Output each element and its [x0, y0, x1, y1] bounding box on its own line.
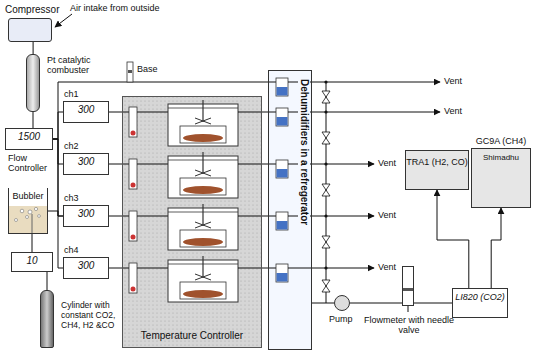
cylinder-flow-controller: 10 — [11, 252, 53, 272]
node-text: 300 — [64, 104, 108, 116]
channel-flow-controller: ch3300 — [63, 205, 109, 227]
vent-label: Vent — [444, 106, 462, 116]
gas-line — [32, 234, 33, 252]
node-text: Dehumidifiers in a refregerator — [299, 77, 311, 227]
node-text: Compressor — [5, 4, 59, 16]
gas-line — [33, 112, 34, 128]
node-text: 10 — [12, 255, 52, 267]
annotation-text: Air intake from outside — [70, 3, 160, 13]
node-text: TRA1 (H2, CO) — [406, 157, 468, 167]
h2-co-analyzer: TRA1 (H2, CO) — [405, 150, 469, 190]
node-text: Cylinder with constant CO2, CH4, H2 &CO — [61, 301, 121, 330]
flowmeter-label: Base — [137, 64, 158, 74]
gas-line — [437, 190, 469, 288]
node-text: Shimadhu — [472, 153, 530, 162]
node-text: GC9A (CH4) — [472, 136, 530, 146]
catalytic-combuster: Pt catalytic combuster — [26, 54, 40, 112]
channel-flow-controller: ch4300 — [63, 257, 109, 279]
node-text: Pt catalytic combuster — [47, 55, 119, 76]
gas-line — [53, 139, 63, 268]
gas-line — [491, 208, 501, 288]
node-text: Bubbler — [9, 191, 47, 201]
vent-label: Vent — [378, 158, 396, 168]
node-text: 300 — [64, 156, 108, 168]
node-text: Flowmeter with needle valve — [363, 315, 455, 336]
channel-flow-controller: ch2300 — [63, 153, 109, 175]
compressor: Compressor — [8, 18, 52, 42]
node-text: ch2 — [64, 141, 79, 151]
gas-line — [414, 303, 452, 304]
gas-cylinder: Cylinder with constant CO2, CH4, H2 &CO — [40, 290, 54, 348]
node-text: 1500 — [6, 131, 52, 143]
pump: Pump — [334, 295, 350, 311]
gas-line — [312, 303, 334, 304]
node-text: 300 — [64, 260, 108, 272]
dehumidifier-box: Dehumidifiers in a refregerator — [268, 70, 312, 350]
channel-flow-controller: ch1300 — [63, 101, 109, 123]
node-text: Pump — [329, 314, 353, 324]
gas-line — [350, 303, 402, 304]
gas-line — [48, 211, 63, 216]
flow-controller: 1500Flow Controller — [5, 128, 53, 150]
node-text: LI820 (CO2) — [453, 292, 507, 302]
node-text: ch1 — [64, 89, 79, 99]
gas-line — [33, 42, 34, 54]
bubbler: Bubbler — [8, 188, 48, 234]
node-text: ch3 — [64, 193, 79, 203]
node-text: Flow Controller — [8, 153, 54, 174]
gas-line — [53, 112, 63, 139]
vent-label: Vent — [378, 210, 396, 220]
vent-label: Vent — [444, 76, 462, 86]
vent-label: Vent — [378, 262, 396, 272]
gas-line — [47, 272, 48, 290]
node-text: Temperature Controller — [123, 330, 261, 342]
node-text: 300 — [64, 208, 108, 220]
co2-analyzer: LI820 (CO2) — [452, 288, 508, 318]
node-text: ch4 — [64, 245, 79, 255]
temperature-controller: Temperature Controller — [122, 96, 262, 348]
gas-chromatograph: GC9A (CH4)Shimadhu — [471, 148, 531, 208]
flowmeter: Flowmeter with needle valve — [402, 266, 414, 306]
